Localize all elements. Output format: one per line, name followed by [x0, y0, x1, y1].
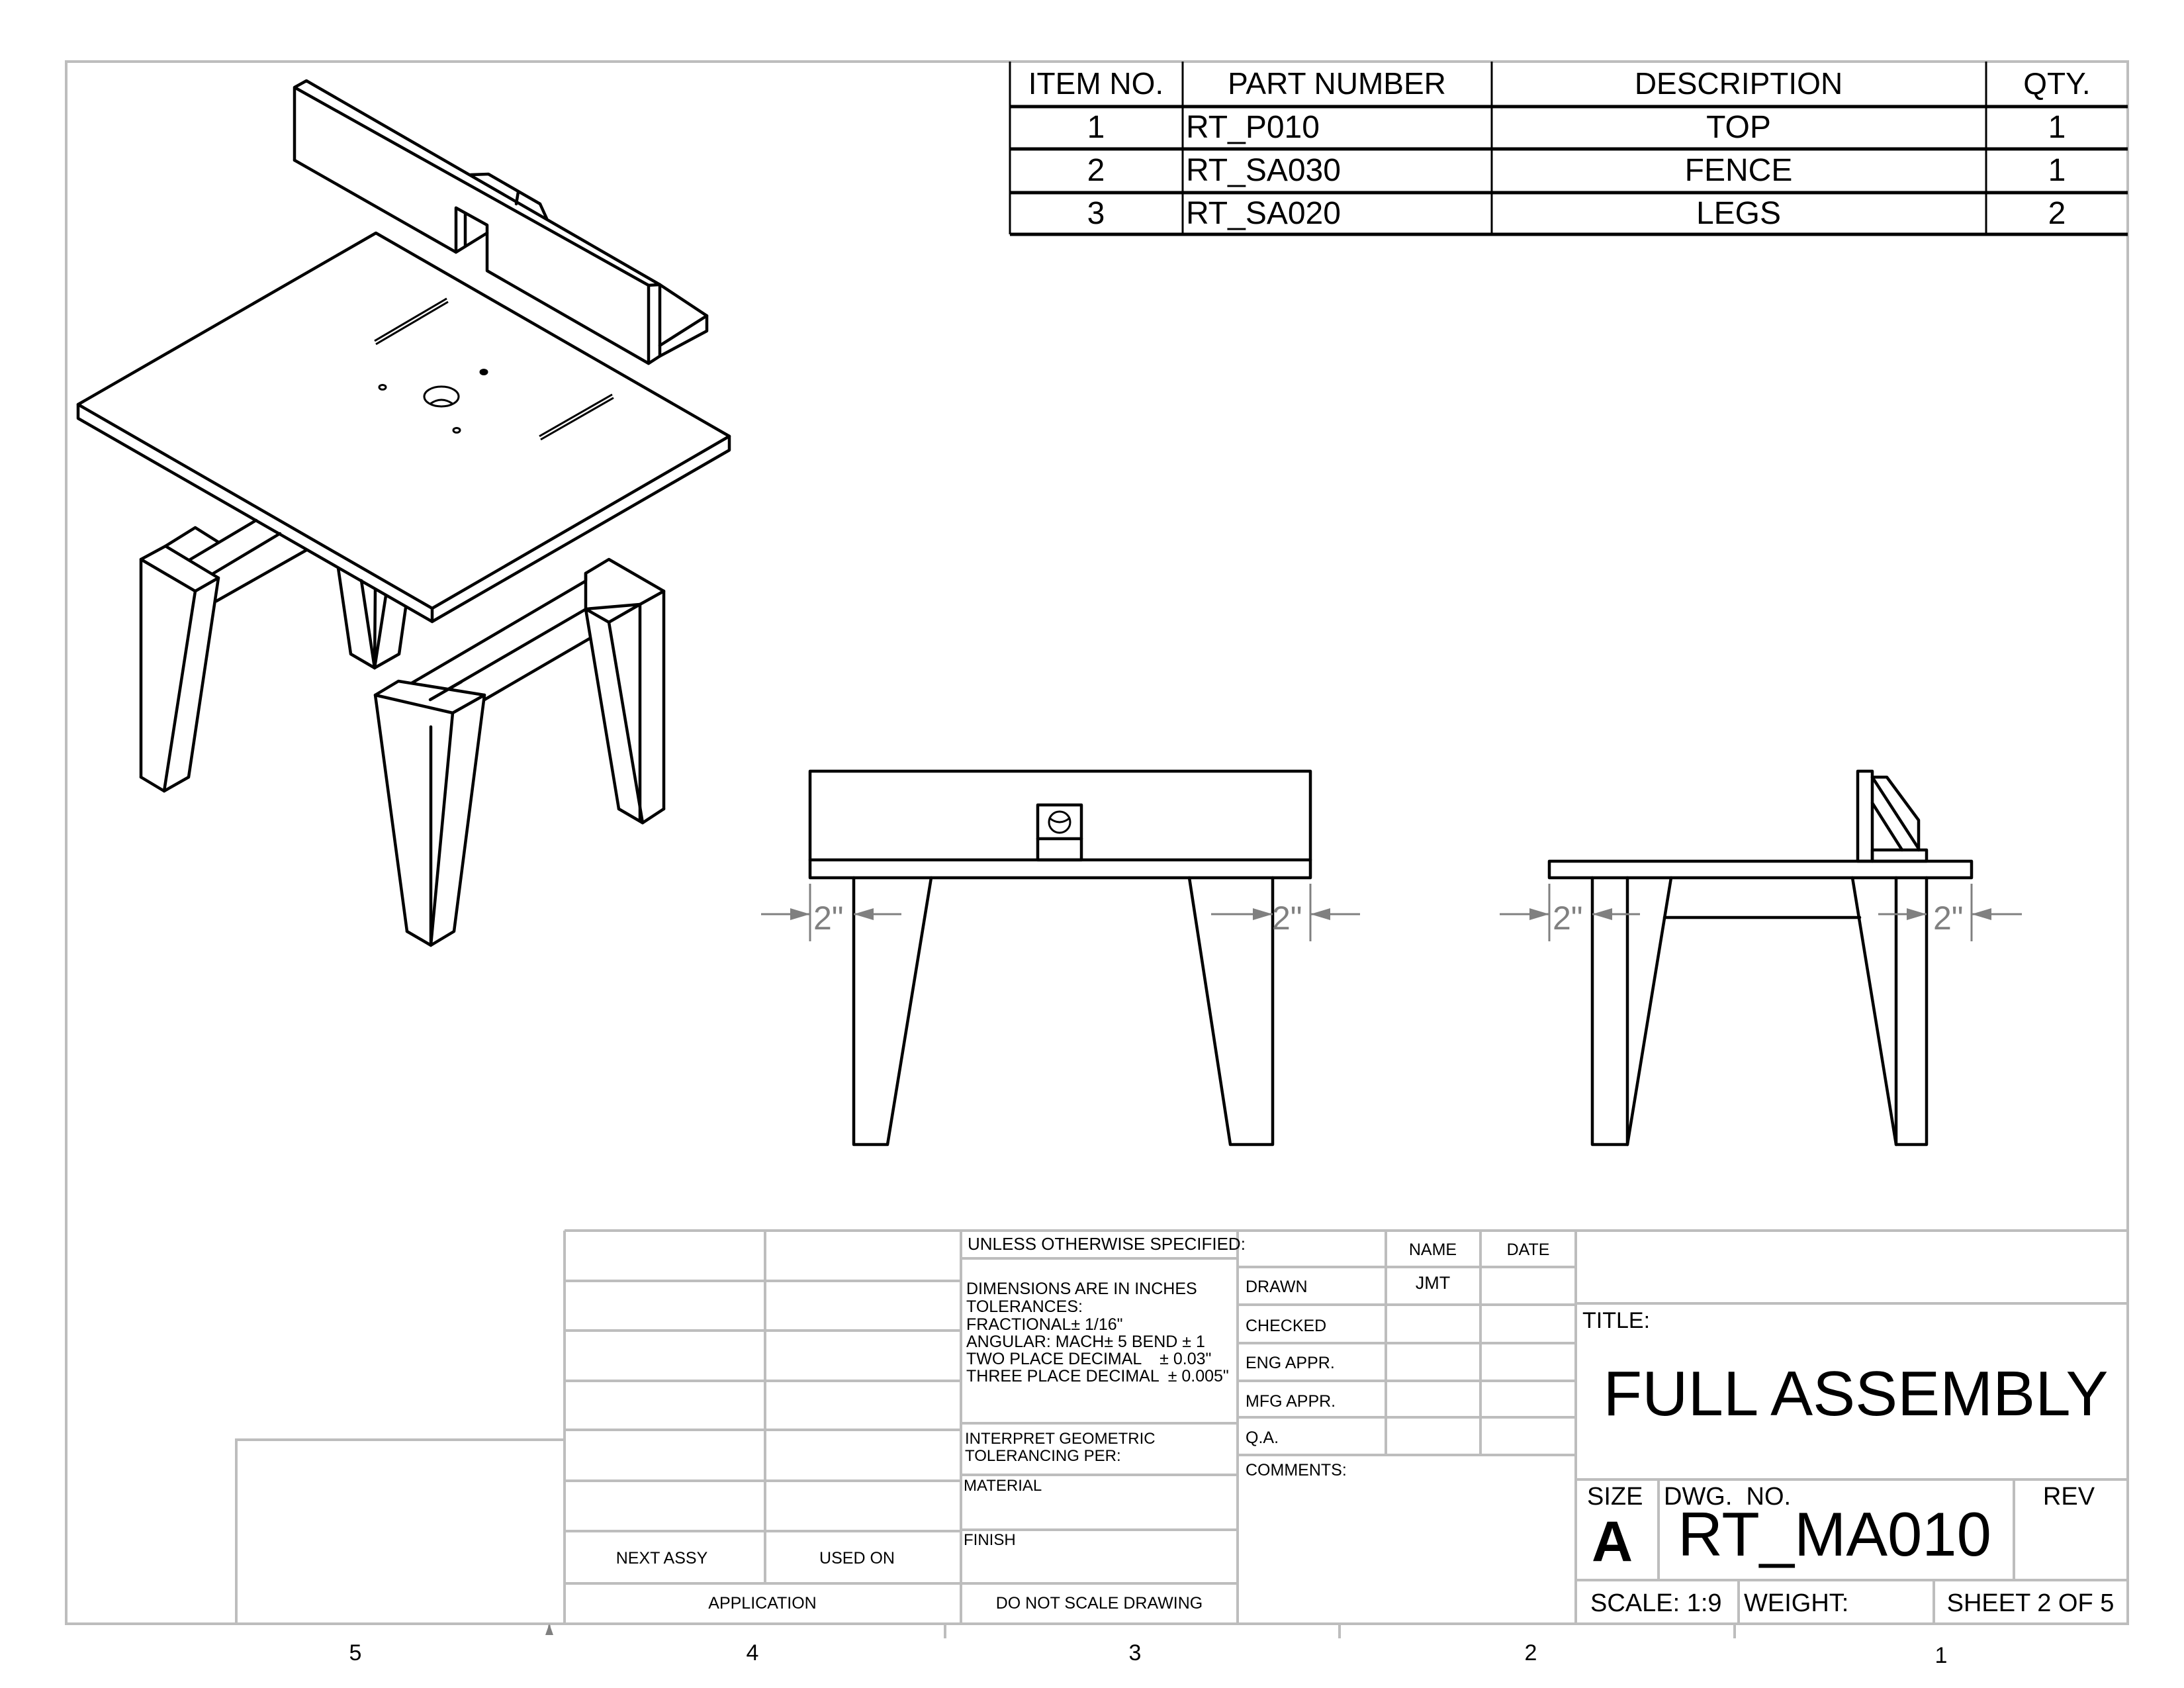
sheet-number: SHEET 2 OF 5 [1947, 1589, 2115, 1617]
zone-arrow-icon [545, 1624, 553, 1635]
approval-row: DRAWN JMT [1246, 1273, 1450, 1296]
title-block: NEXT ASSY USED ON APPLICATION UNLESS OTH… [235, 1229, 2128, 1624]
dimension-text: 2" [813, 900, 844, 937]
zone-label-2: 2 [1525, 1640, 1537, 1665]
mount-hole [378, 384, 387, 391]
approval-row: CHECKED [1246, 1317, 1326, 1335]
zone-label-4: 4 [747, 1640, 759, 1665]
bom-qty: 2 [2048, 196, 2066, 231]
unless-specified-label: UNLESS OTHERWISE SPECIFIED: [968, 1234, 1246, 1254]
bom-part-number: RT_SA030 [1186, 153, 1341, 188]
dimension-side-right: 2" [1878, 884, 2022, 941]
approval-row: Q.A. [1246, 1429, 1279, 1447]
bom-row: 2 RT_SA030 FENCE 1 [1087, 153, 2066, 188]
name-header: NAME [1409, 1241, 1457, 1259]
sheet-border [65, 60, 2129, 1625]
router-hole [423, 385, 460, 408]
isometric-view [76, 79, 731, 947]
finish-label: FINISH [964, 1531, 1016, 1549]
bom-header-part-number: PART NUMBER [1228, 66, 1446, 101]
dimension-text: 2" [1553, 900, 1583, 937]
zone-markers: 5 4 3 2 1 [349, 1624, 1948, 1668]
bom-item-no: 3 [1087, 196, 1105, 231]
dimension-text: 2" [1933, 900, 1964, 937]
approval-role: ENG APPR. [1246, 1354, 1335, 1372]
bom-header-description: DESCRIPTION [1635, 66, 1843, 101]
application-label: APPLICATION [708, 1594, 816, 1613]
comments-label: COMMENTS: [1246, 1461, 1347, 1479]
bom-qty: 1 [2048, 153, 2066, 188]
dimension-front-left: 2" [761, 884, 901, 941]
tolerance-line: ANGULAR: MACH± 5 BEND ± 1 [966, 1333, 1205, 1351]
bom-row: 3 RT_SA020 LEGS 2 [1087, 196, 2066, 231]
title-label: TITLE: [1582, 1308, 1650, 1333]
zone-label-5: 5 [349, 1640, 362, 1665]
tolerance-line: TOLERANCES: [966, 1297, 1083, 1316]
iso-leg-right [584, 557, 666, 825]
bom-header-qty: QTY. [2023, 66, 2090, 101]
tolerance-line: DIMENSIONS ARE IN INCHES [966, 1280, 1197, 1298]
dwg-no-label: DWG. NO. [1664, 1483, 1791, 1511]
iso-leg-left [139, 518, 308, 793]
approval-role: CHECKED [1246, 1317, 1326, 1335]
iso-fence [293, 79, 709, 365]
approval-name: JMT [1416, 1273, 1450, 1293]
drawing-number: RT_MA010 [1678, 1499, 1991, 1569]
dimension-text: 2" [1272, 900, 1302, 937]
bom-description: TOP [1706, 110, 1771, 145]
interpret-label: INTERPRET GEOMETRIC [965, 1430, 1156, 1448]
tolerance-line: THREE PLACE DECIMAL ± 0.005" [966, 1367, 1229, 1385]
interpret-label: TOLERANCING PER: [965, 1447, 1121, 1465]
size-value: A [1592, 1510, 1633, 1573]
do-not-scale-label: DO NOT SCALE DRAWING [996, 1594, 1203, 1613]
zone-label-1: 1 [1935, 1643, 1948, 1668]
bom-part-number: RT_P010 [1186, 110, 1320, 145]
approval-role: MFG APPR. [1246, 1392, 1336, 1411]
miter-slot [374, 297, 449, 346]
iso-table-top [76, 231, 731, 624]
approval-role: DRAWN [1246, 1278, 1308, 1296]
side-view: 2" 2" [1500, 769, 2022, 1147]
used-on-label: USED ON [819, 1549, 895, 1568]
miter-slot [539, 393, 614, 441]
bom-description: LEGS [1696, 196, 1781, 231]
weight-label: WEIGHT: [1744, 1589, 1848, 1617]
dimension-side-left: 2" [1500, 884, 1640, 941]
bom-item-no: 2 [1087, 153, 1105, 188]
next-assy-label: NEXT ASSY [616, 1549, 708, 1568]
rev-label: REV [2043, 1483, 2095, 1511]
bom-row: 1 RT_P010 TOP 1 [1087, 110, 2066, 145]
date-header: DATE [1507, 1241, 1550, 1259]
mount-hole [452, 427, 461, 434]
approval-role: Q.A. [1246, 1429, 1279, 1447]
dimension-front-right: 2" [1211, 884, 1360, 941]
tolerance-line: FRACTIONAL± 1/16" [966, 1315, 1123, 1334]
iso-leg-back [336, 566, 408, 670]
bom-item-no: 1 [1087, 110, 1105, 145]
front-view: 2" 2" [761, 769, 1360, 1147]
bom-part-number: RT_SA020 [1186, 196, 1341, 231]
approval-row: MFG APPR. [1246, 1392, 1336, 1411]
bom-description: FENCE [1685, 153, 1793, 188]
bom-qty: 1 [2048, 110, 2066, 145]
approval-row: ENG APPR. [1246, 1354, 1335, 1372]
bom-header-item-no: ITEM NO. [1028, 66, 1163, 101]
zone-label-3: 3 [1129, 1640, 1142, 1665]
material-label: MATERIAL [964, 1477, 1042, 1495]
drawing-title: FULL ASSEMBLY [1604, 1358, 2109, 1429]
iso-leg-front [373, 679, 486, 947]
size-label: SIZE [1587, 1483, 1643, 1511]
scale-value: SCALE: 1:9 [1590, 1589, 1722, 1617]
mount-hole [479, 369, 488, 375]
bill-of-materials: ITEM NO. PART NUMBER DESCRIPTION QTY. 1 … [1009, 62, 2128, 236]
tolerance-line: TWO PLACE DECIMAL ± 0.03" [966, 1350, 1211, 1368]
